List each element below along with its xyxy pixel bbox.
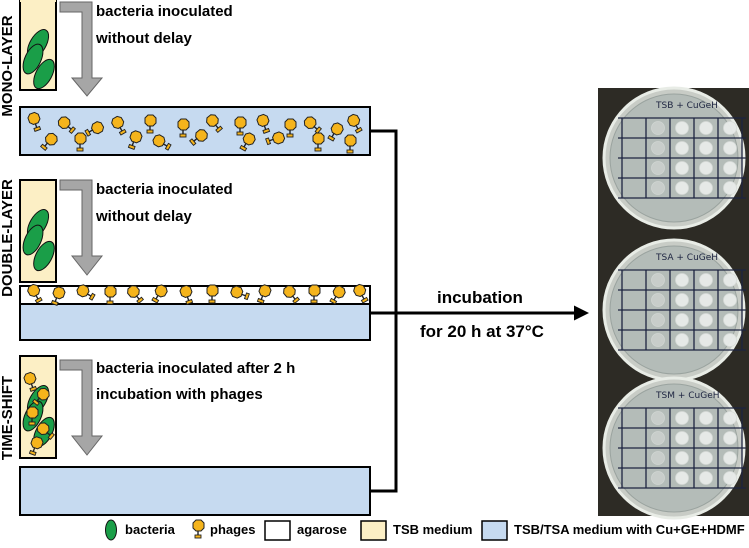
legend-medium-swatch: [481, 520, 508, 541]
legend-bacteria-label: bacteria: [125, 522, 175, 537]
legend-phages-label: phages: [210, 522, 256, 537]
legend-agarose-swatch: [264, 520, 291, 541]
petri-plate: TSB + CuGeH: [602, 86, 746, 230]
row-label-double: DOUBLE-LAYER: [0, 179, 16, 297]
mono-plate-layer: [19, 106, 371, 156]
legend: [105, 519, 508, 541]
plate-label: TSB + CuGeH: [655, 101, 718, 111]
double-text-line1: bacteria inoculated: [96, 181, 233, 198]
double-inoculation-arrow: [59, 179, 104, 276]
row-label-time: TIME-SHIFT: [0, 375, 16, 461]
incubation-label: incubation: [437, 288, 523, 307]
plates-group: TSB + CuGeH TSA + CuGeH TSM + CuGeH: [602, 86, 746, 520]
petri-plate: TSA + CuGeH: [602, 238, 746, 382]
legend-tsb-label: TSB medium: [393, 522, 473, 537]
time-inoculation-arrow: [59, 359, 104, 456]
plate-label: TSM + CuGeH: [655, 391, 720, 401]
mono-tube: [19, 0, 57, 91]
double-text-line2: without delay: [96, 208, 192, 225]
plate-label: TSA + CuGeH: [655, 253, 718, 263]
legend-agarose-label: agarose: [297, 522, 347, 537]
legend-tsb-swatch: [360, 520, 387, 541]
double-tube: [19, 179, 57, 283]
mono-text-line1: bacteria inoculated: [96, 3, 233, 20]
row-label-mono: MONO-LAYER: [0, 15, 16, 117]
incubation-detail: for 20 h at 37°C: [420, 322, 544, 341]
time-text-line1: bacteria inoculated after 2 h: [96, 360, 296, 377]
legend-bacteria-swatch: [105, 519, 117, 541]
time-text-line2: incubation with phages: [96, 386, 263, 403]
petri-plate: TSM + CuGeH: [602, 376, 746, 520]
legend-phage-swatch: [192, 519, 205, 539]
legend-medium-label: TSB/TSA medium with Cu+GE+HDMF: [514, 522, 745, 537]
mono-inoculation-arrow: [59, 1, 104, 97]
connector-lines: [370, 129, 398, 493]
time-tube: [19, 355, 57, 459]
mono-text-line2: without delay: [96, 30, 192, 47]
double-medium-layer: [19, 303, 371, 341]
time-medium-layer: [19, 466, 371, 516]
